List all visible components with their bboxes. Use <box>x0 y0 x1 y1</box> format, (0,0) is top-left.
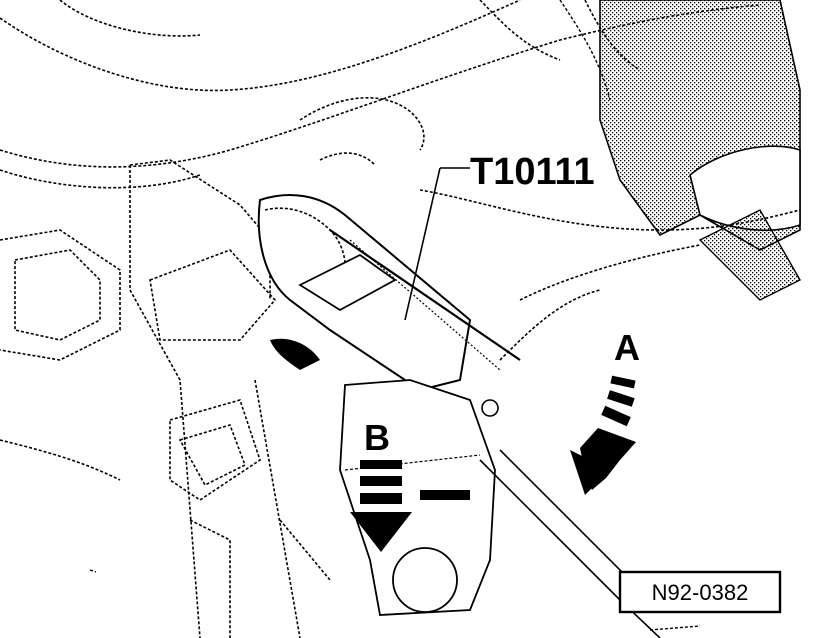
stray-marks <box>89 569 701 631</box>
tool-label: T10111 <box>470 151 595 193</box>
reference-number: N92-0382 <box>652 580 749 605</box>
arrow-b-label: B <box>364 417 390 458</box>
steering-column-shroud <box>559 0 801 301</box>
tool-leader-line-2 <box>404 167 441 321</box>
column-cover-edge <box>419 189 801 361</box>
tool-t10111 <box>257 194 521 417</box>
arrow-a <box>570 375 636 495</box>
pedal-bracket <box>0 159 331 638</box>
arrow-a-label: A <box>614 327 640 368</box>
arrow-b <box>350 460 412 552</box>
reference-number-box: N92-0382 <box>618 570 782 614</box>
